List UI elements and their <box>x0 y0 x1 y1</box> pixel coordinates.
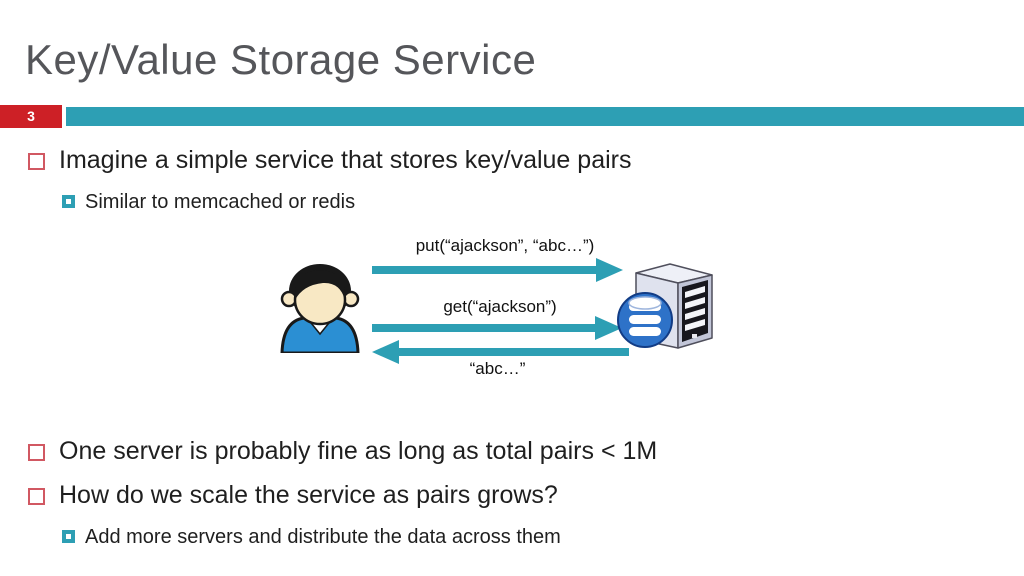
bullet-item: How do we scale the service as pairs gro… <box>28 480 558 510</box>
bullet-text: How do we scale the service as pairs gro… <box>59 481 558 509</box>
bullet-item: One server is probably fine as long as t… <box>28 436 657 466</box>
sub-bullet-square-icon <box>62 530 75 543</box>
reply-arrow-shaft <box>398 348 629 356</box>
bullet-square-icon <box>28 153 45 170</box>
sub-bullet-text: Add more servers and distribute the data… <box>85 526 561 548</box>
bullet-square-icon <box>28 488 45 505</box>
get-arrow-head-icon <box>595 316 622 340</box>
bullet-text: Imagine a simple service that stores key… <box>59 146 632 174</box>
get-arrow-shaft <box>372 324 597 332</box>
sub-bullet-square-icon <box>62 195 75 208</box>
message-label-reply: “abc…” <box>469 359 526 378</box>
reply-arrow-head-icon <box>372 340 399 364</box>
put-arrow-shaft <box>372 266 598 274</box>
person-icon <box>280 264 360 353</box>
slide-title: Key/Value Storage Service <box>25 36 537 83</box>
message-label-put: put(“ajackson”, “abc…”) <box>415 236 595 255</box>
message-arrows <box>372 258 629 364</box>
bullet-item: Imagine a simple service that stores key… <box>28 145 631 175</box>
message-label-get: get(“ajackson”) <box>443 297 557 316</box>
bullet-text: One server is probably fine as long as t… <box>59 437 658 465</box>
database-server-icon <box>617 263 713 349</box>
page-number-badge: 3 <box>0 105 62 128</box>
sub-bullet-text: Similar to memcached or redis <box>85 191 356 213</box>
bullet-square-icon <box>28 444 45 461</box>
sub-bullet-item: Add more servers and distribute the data… <box>62 524 561 550</box>
put-arrow-head-icon <box>596 258 623 282</box>
header-accent-bar <box>66 107 1024 126</box>
sub-bullet-item: Similar to memcached or redis <box>62 189 355 215</box>
